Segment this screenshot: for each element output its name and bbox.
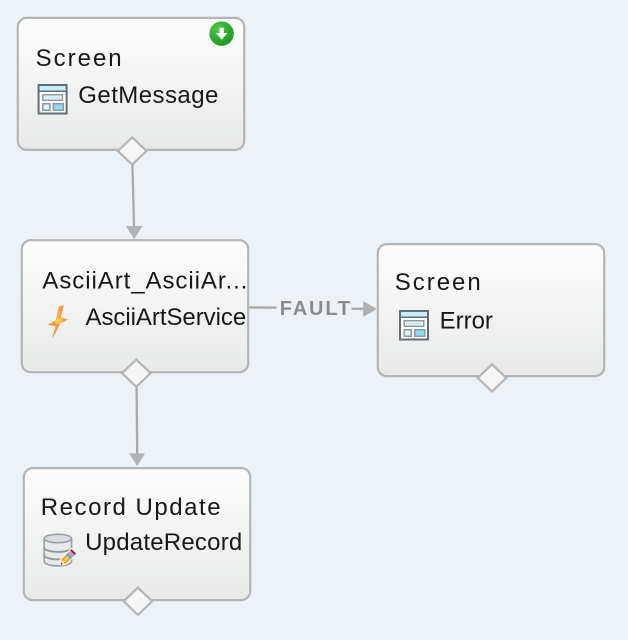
svg-text:UpdateRecord: UpdateRecord bbox=[85, 529, 242, 556]
svg-text:AsciiArt_AsciiAr...: AsciiArt_AsciiAr... bbox=[42, 267, 248, 294]
svg-text:Screen: Screen bbox=[36, 45, 124, 72]
svg-text:FAULT: FAULT bbox=[280, 298, 352, 320]
svg-text:Screen: Screen bbox=[395, 269, 483, 296]
svg-text:AsciiArtService: AsciiArtService bbox=[86, 304, 247, 331]
svg-text:Error: Error bbox=[440, 307, 493, 334]
svg-text:GetMessage: GetMessage bbox=[78, 82, 218, 109]
svg-text:Record Update: Record Update bbox=[41, 494, 222, 521]
